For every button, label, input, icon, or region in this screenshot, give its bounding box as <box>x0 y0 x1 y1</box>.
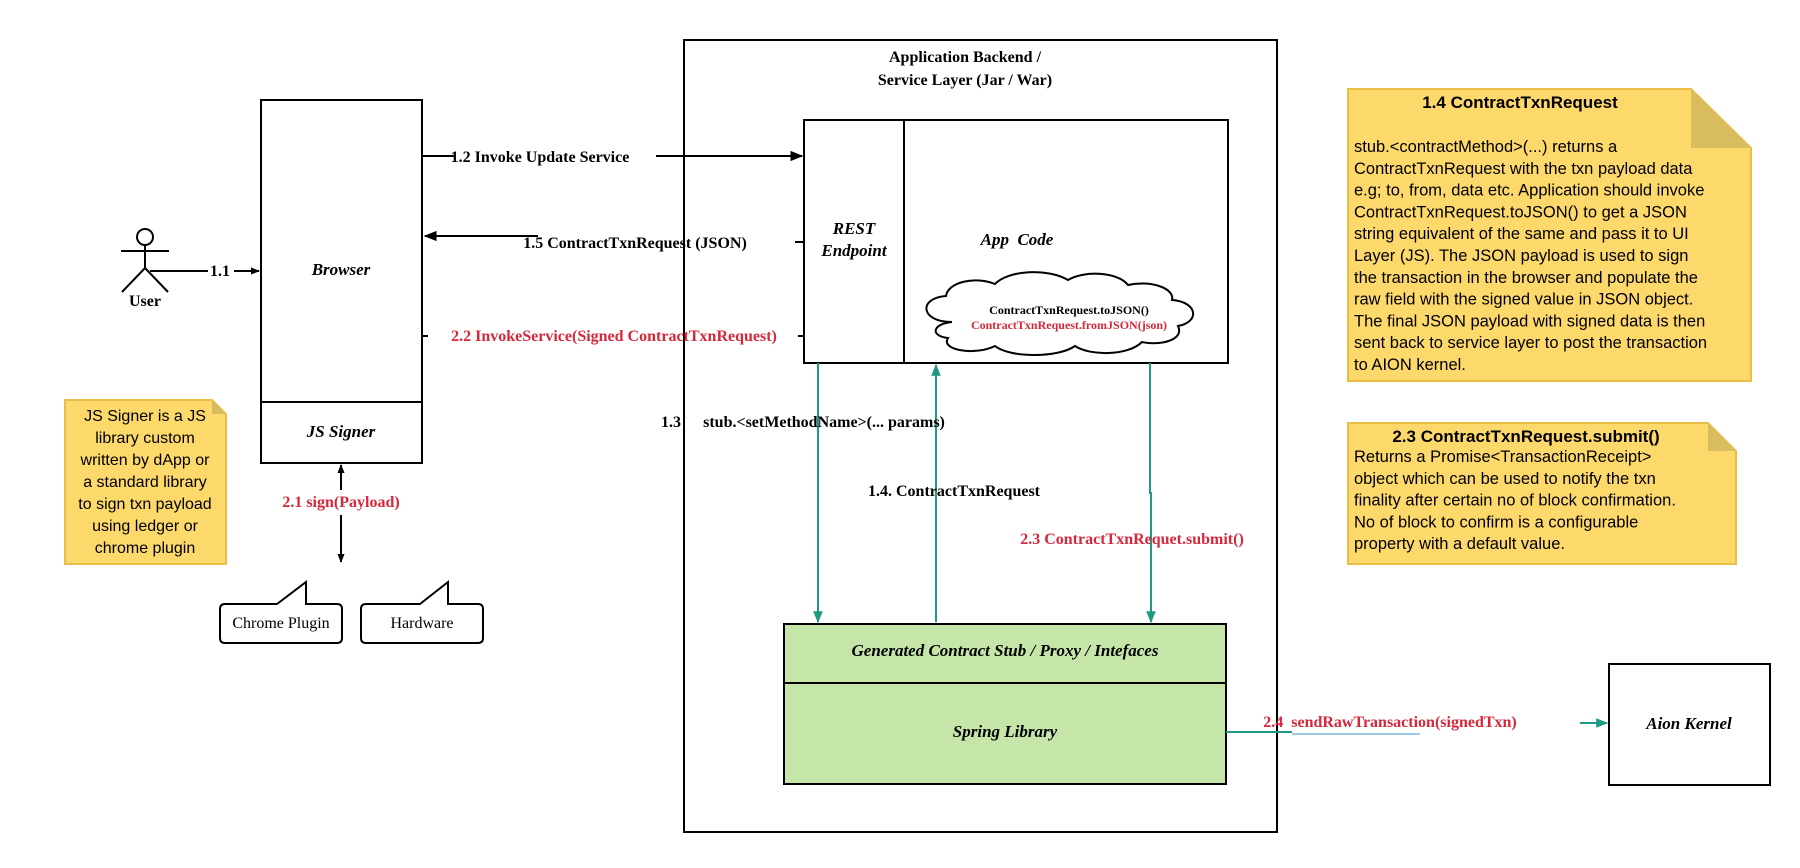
note-line: the transaction in the browser and popul… <box>1354 269 1698 287</box>
arrow-2-3-label: 2.3 ContractTxnRequet.submit() <box>1020 531 1244 548</box>
note-line: library custom <box>95 430 195 447</box>
arrow-1-1-label: 1.1 <box>210 263 230 280</box>
note-1-4-title: 1.4 ContractTxnRequest <box>1422 93 1618 112</box>
note-line: chrome plugin <box>95 540 196 557</box>
note-line: sent back to service layer to post the t… <box>1354 334 1707 352</box>
note-line: No of block to confirm is a configurable <box>1354 513 1638 531</box>
hardware-callout <box>360 579 484 644</box>
note-1-4: 1.4 ContractTxnRequest stub.<contractMet… <box>1347 88 1752 382</box>
note-line: using ledger or <box>92 518 199 535</box>
backend-container <box>683 39 1278 833</box>
arrow-2-1-label: 2.1 sign(Payload) <box>282 494 399 511</box>
aion-kernel-label: Aion Kernel <box>1645 714 1732 733</box>
aion-kernel-box <box>1608 663 1771 786</box>
note-line: to AION kernel. <box>1354 356 1466 374</box>
note-line: property with a default value. <box>1354 535 1565 553</box>
arrow-1-3-number: 1.3 <box>661 414 681 431</box>
note-line: ContractTxnRequest.toJSON() to get a JSO… <box>1354 203 1687 221</box>
note-line: The final JSON payload with signed data … <box>1354 312 1705 330</box>
hardware-label: Hardware <box>390 615 453 632</box>
note-line: e.g; to, from, data etc. Application sho… <box>1354 182 1704 200</box>
backend-title-line2: Service Layer (Jar / War) <box>878 72 1052 89</box>
note-line: raw field with the signed value in JSON … <box>1354 291 1693 309</box>
cloud-line1: ContractTxnRequest.toJSON() <box>989 303 1149 317</box>
browser-label: Browser <box>311 260 371 279</box>
stub-box <box>783 623 1227 684</box>
note-line: object which can be used to notify the t… <box>1354 470 1656 488</box>
user-actor-icon <box>121 228 169 293</box>
js-signer-label: JS Signer <box>306 422 376 441</box>
cloud-shape <box>925 271 1195 356</box>
rest-endpoint-line1: REST <box>832 219 876 238</box>
chrome-plugin-callout <box>219 579 343 644</box>
note-line: finality after certain no of block confi… <box>1354 492 1676 510</box>
user-label: User <box>129 293 161 310</box>
arrow-2-4-label: 2.4 sendRawTransaction(signedTxn) <box>1263 714 1517 731</box>
note-line: written by dApp or <box>80 452 211 469</box>
browser-box <box>260 99 423 464</box>
note-2-3-title: 2.3 ContractTxnRequest.submit() <box>1392 427 1659 446</box>
note-line: Returns a Promise<TransactionReceipt> <box>1354 448 1651 466</box>
arrow-2-3 <box>1146 363 1156 624</box>
spring-label: Spring Library <box>953 722 1058 741</box>
js-signer-note: JS Signer is a JS library custom written b… <box>64 399 227 565</box>
spring-box <box>783 682 1227 785</box>
note-line: JS Signer is a JS <box>84 408 206 425</box>
backend-title-line1: Application Backend / <box>889 49 1042 66</box>
app-code-label: App Code <box>980 230 1054 249</box>
arrow-1-3-label: stub.<setMethodName>(... params) <box>703 414 945 431</box>
note-line: to sign txn payload <box>78 496 211 513</box>
note-line: string equivalent of the same and pass i… <box>1354 225 1689 243</box>
arrow-1-2-label: 1.2 Invoke Update Service <box>451 149 630 166</box>
rest-endpoint-line2: Endpoint <box>820 241 887 260</box>
note-2-3: 2.3 ContractTxnRequest.submit() Returns … <box>1347 422 1737 565</box>
arrow-1-5-label: 1.5 ContractTxnRequest (JSON) <box>523 235 747 252</box>
note-line: stub.<contractMethod>(...) returns a <box>1354 138 1618 156</box>
note-line: Layer (JS). The JSON payload is used to … <box>1354 247 1688 265</box>
stub-label: Generated Contract Stub / Proxy / Intefa… <box>852 641 1159 660</box>
arrow-1-4-label: 1.4. ContractTxnRequest <box>868 483 1041 500</box>
chrome-plugin-label: Chrome Plugin <box>232 615 329 632</box>
note-line: ContractTxnRequest with the txn payload … <box>1354 160 1693 178</box>
cloud-line2: ContractTxnRequest.fromJSON(json) <box>971 318 1167 332</box>
arrow-2-2-label: 2.2 InvokeService(Signed ContractTxnRequ… <box>451 328 777 345</box>
note-line: a standard library <box>83 474 207 491</box>
